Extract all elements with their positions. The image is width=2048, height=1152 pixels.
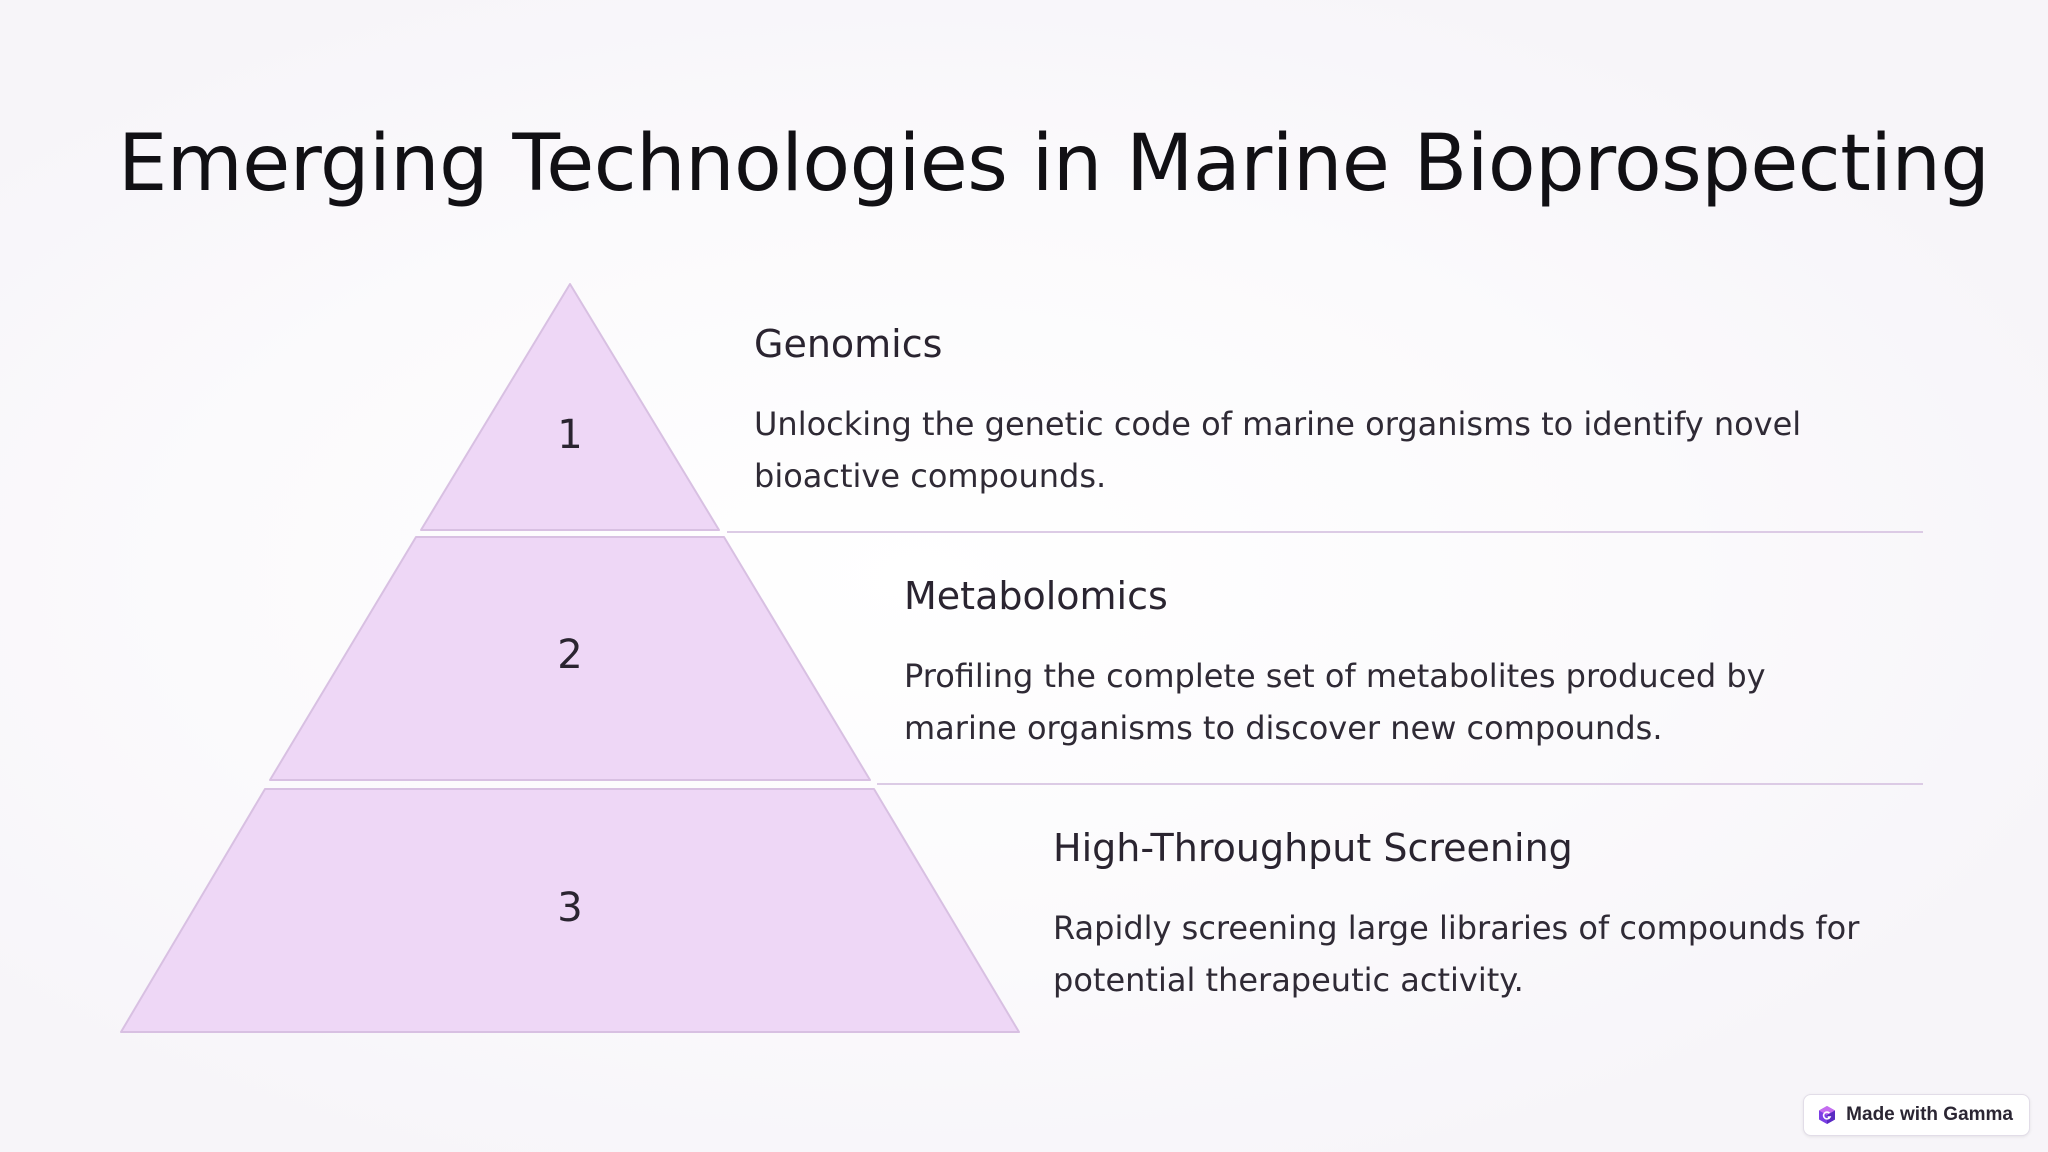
- tier-2-content: Metabolomics Profiling the complete set …: [904, 574, 1904, 755]
- pyramid-tier-3: [120, 788, 1020, 1033]
- tier-divider-1: [727, 531, 1923, 533]
- tier-divider-2: [877, 783, 1923, 785]
- tier-3-description: Rapidly screening large libraries of com…: [1053, 908, 1860, 1000]
- tier-1-heading: Genomics: [754, 322, 943, 366]
- tier-2-description: Profiling the complete set of metabolite…: [904, 656, 1766, 748]
- gamma-logo-icon: [1818, 1105, 1836, 1125]
- pyramid-tier-2: [269, 536, 871, 781]
- tier-3-content: High-Throughput Screening Rapidly screen…: [1053, 826, 2048, 1007]
- tier-number-2: 2: [557, 632, 582, 678]
- made-with-gamma-badge[interactable]: Made with Gamma: [1803, 1094, 2030, 1136]
- tier-3-heading: High-Throughput Screening: [1053, 826, 1573, 870]
- badge-label: Made with Gamma: [1846, 1104, 2013, 1125]
- tier-1-description: Unlocking the genetic code of marine org…: [754, 404, 1802, 496]
- tier-2-heading: Metabolomics: [904, 574, 1168, 618]
- tier-number-1: 1: [557, 412, 582, 458]
- tier-number-3: 3: [557, 885, 582, 931]
- page-title: Emerging Technologies in Marine Bioprosp…: [118, 119, 1990, 209]
- pyramid-tier-1: [420, 283, 720, 531]
- tier-1-content: Genomics Unlocking the genetic code of m…: [754, 322, 1801, 503]
